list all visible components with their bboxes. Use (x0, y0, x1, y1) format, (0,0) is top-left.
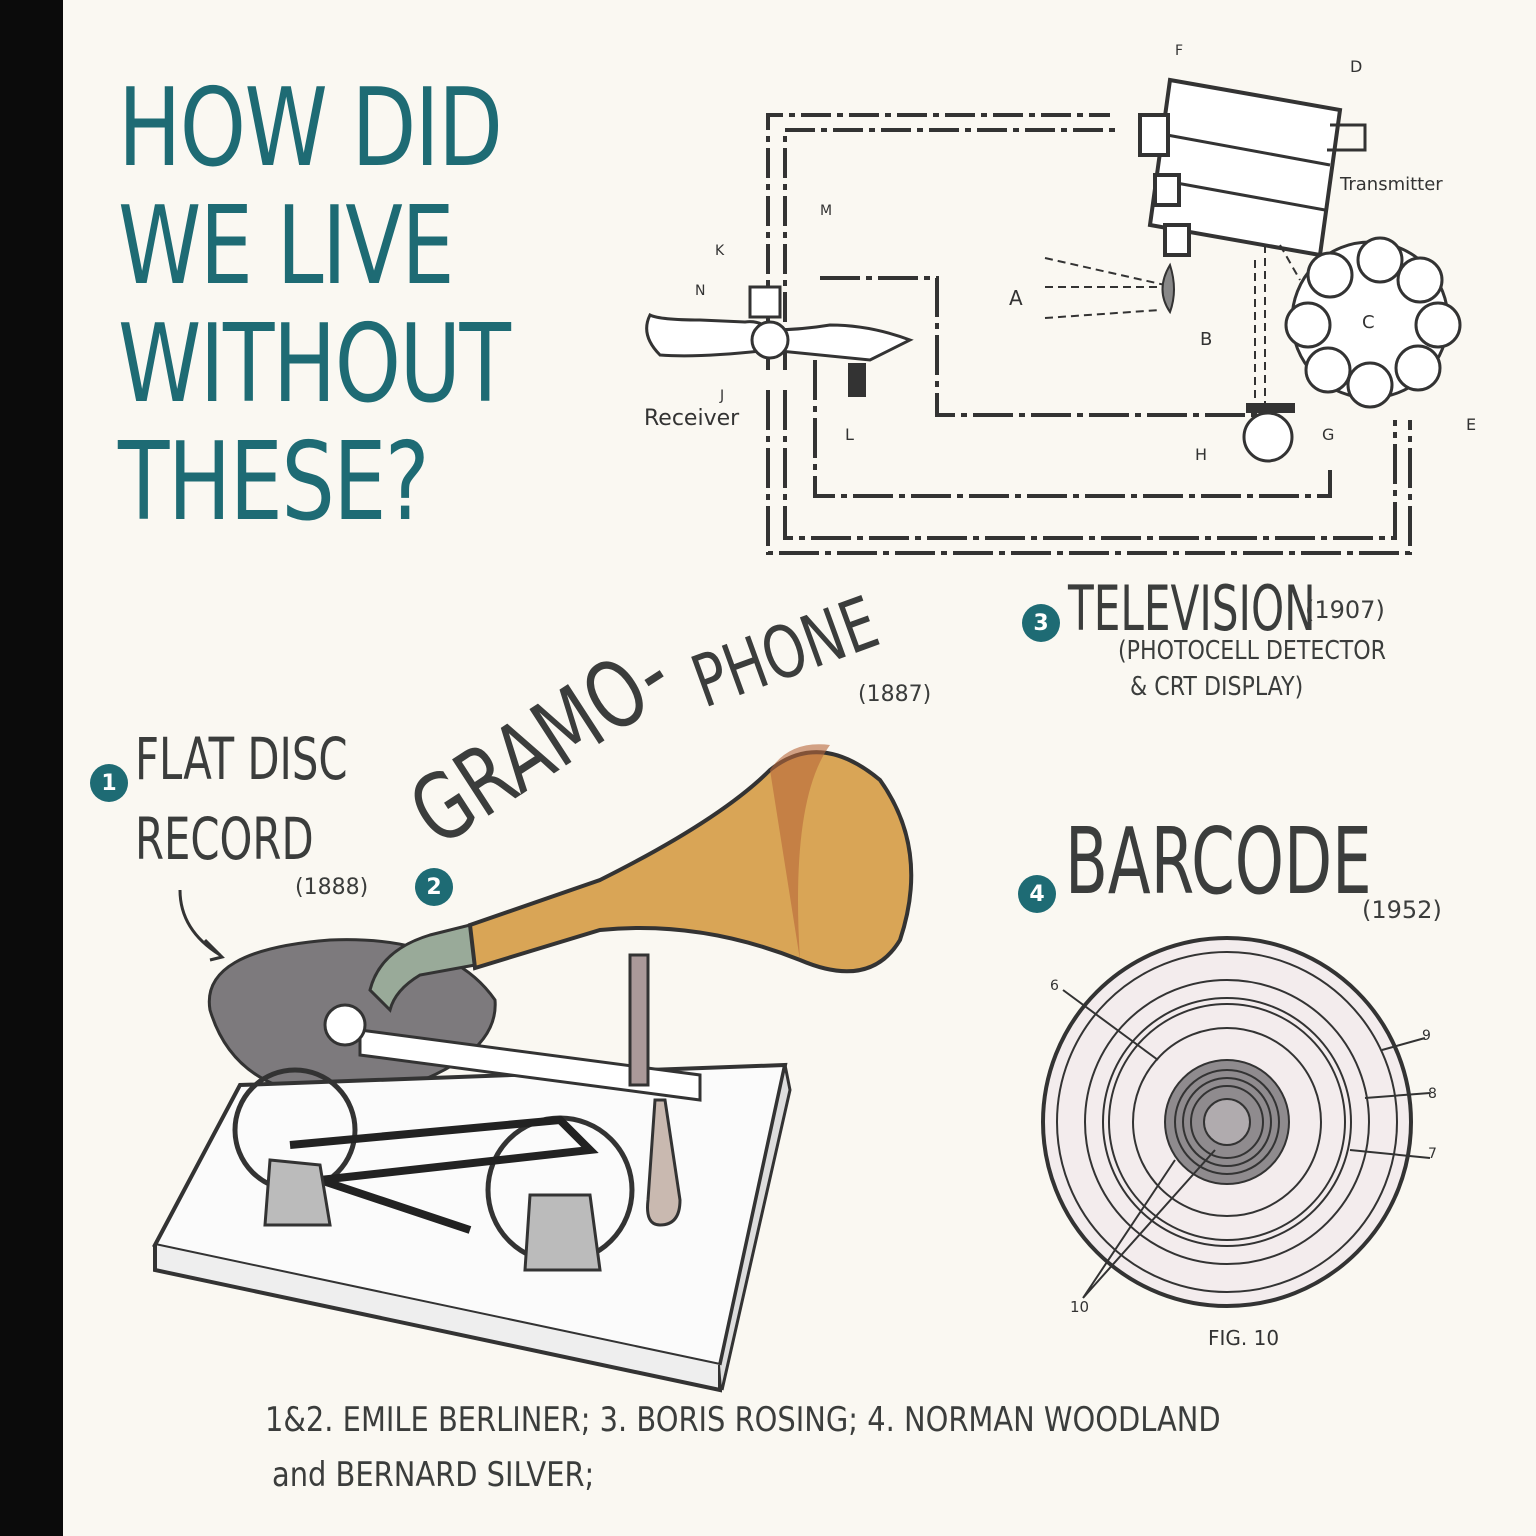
tv-label: B (1200, 329, 1212, 350)
figure-label: 8 (1428, 1086, 1437, 1102)
tv-label: L (845, 425, 854, 444)
tv-label: G (1322, 425, 1334, 444)
item-year: (1888) (295, 875, 369, 900)
figure-label: 10 (1070, 1298, 1089, 1316)
item-name: BARCODE (1065, 808, 1372, 915)
title-line: WITHOUT (118, 302, 511, 427)
figure-label: 7 (1428, 1146, 1437, 1162)
item-note: & CRT DISPLAY) (1130, 672, 1304, 702)
item-year: (1907) (1305, 596, 1385, 624)
tv-label: H (1195, 445, 1207, 464)
item-year: (1887) (858, 682, 932, 707)
tv-label: M (820, 203, 832, 219)
item-number-badge: 3 (1022, 604, 1060, 642)
item-number-badge: 2 (415, 868, 453, 906)
tv-label: D (1350, 57, 1362, 76)
item-name: TELEVISION (1068, 572, 1316, 645)
credits-line: 1&2. EMILE BERLINER; 3. BORIS ROSING; 4.… (265, 1400, 1221, 1440)
tv-label: E (1466, 415, 1476, 434)
figure-label: 9 (1422, 1028, 1431, 1044)
title-line: HOW DID (118, 66, 503, 191)
tv-label: A (1009, 286, 1023, 310)
transmitter-label: Transmitter (1339, 174, 1443, 195)
tv-label: C (1362, 312, 1375, 333)
item-name: RECORD (135, 805, 314, 873)
left-black-border (0, 0, 63, 1536)
item-name: FLAT DISC (135, 725, 348, 793)
figure-caption: FIG. 10 (1208, 1326, 1279, 1350)
item-year: (1952) (1362, 896, 1442, 924)
title-line: WE LIVE (118, 184, 455, 309)
tv-label: N (695, 283, 705, 299)
figure-label: 6 (1050, 978, 1059, 994)
receiver-label: Receiver (644, 406, 740, 431)
title-line: THESE? (118, 420, 430, 545)
tv-label: F (1175, 43, 1183, 59)
item-number-badge: 1 (90, 764, 128, 802)
photocell-drum (1284, 236, 1462, 409)
page-title: HOW DID WE LIVE WITHOUT THESE? (118, 66, 511, 545)
tv-label: J (719, 388, 724, 404)
credits-line: and BERNARD SILVER; (272, 1455, 595, 1495)
item-note: (PHOTOCELL DETECTOR (1118, 636, 1387, 666)
item-number-badge: 4 (1018, 875, 1056, 913)
tv-label: K (715, 243, 725, 259)
